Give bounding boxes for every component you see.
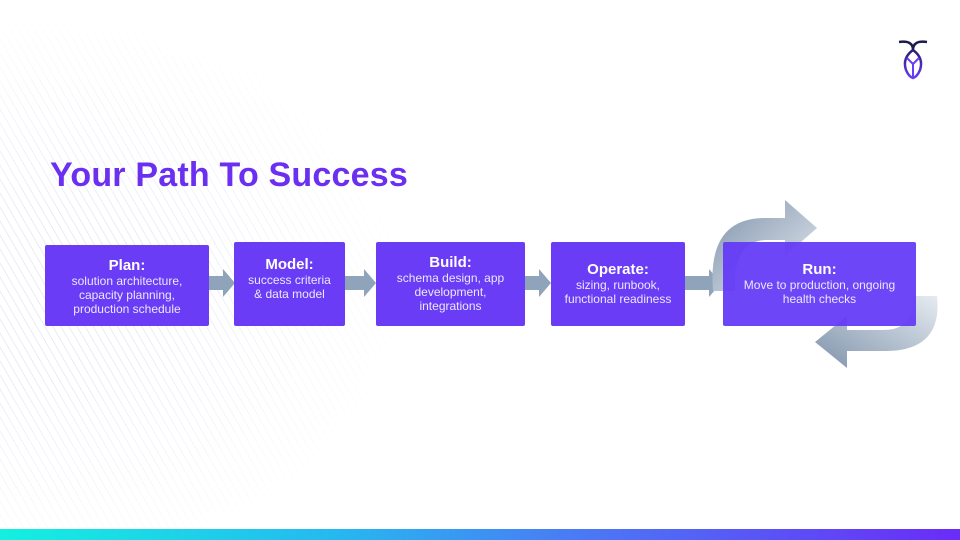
page-title: Your Path To Success (50, 156, 408, 194)
step-description: schema design, app development, integrat… (396, 271, 505, 313)
step-plan: Plan: solution architecture, capacity pl… (45, 245, 209, 326)
cycle-arrows-icon (712, 200, 938, 368)
arrow-icon (345, 269, 376, 297)
arrow-icon (685, 269, 721, 297)
step-heading: Run: (802, 261, 837, 278)
step-description: sizing, runbook, functional readiness (564, 278, 672, 306)
bottom-gradient-bar (0, 529, 960, 540)
step-heading: Build: (429, 254, 472, 271)
step-description: Move to production, ongoing health check… (743, 278, 896, 306)
arrow-icon (525, 269, 551, 297)
arrow-icon (209, 269, 235, 297)
step-run: Run: Move to production, ongoing health … (723, 242, 916, 326)
step-heading: Plan: (108, 257, 146, 274)
step-description: solution architecture, capacity planning… (71, 274, 183, 316)
step-description: success criteria & data model (248, 273, 331, 301)
step-heading: Model: (265, 256, 314, 273)
logo-icon (898, 40, 928, 80)
step-operate: Operate: sizing, runbook, functional rea… (551, 242, 685, 326)
step-model: Model: success criteria & data model (234, 242, 345, 326)
step-heading: Operate: (587, 261, 649, 278)
step-build: Build: schema design, app development, i… (376, 242, 525, 326)
